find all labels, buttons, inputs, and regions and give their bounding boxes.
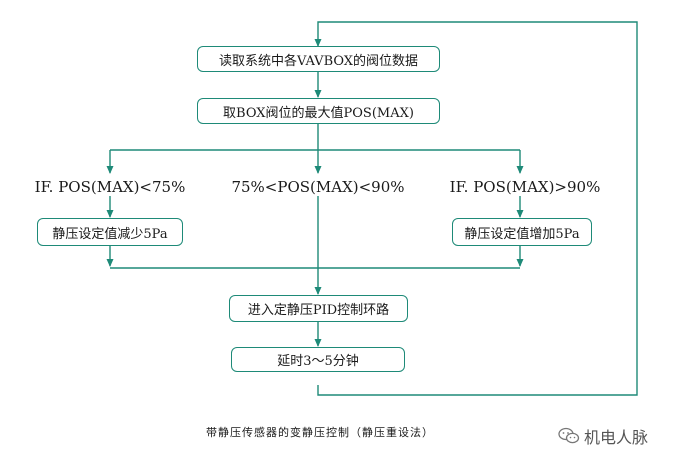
- decrease-label: 静压设定值减少5Pa: [52, 226, 168, 242]
- watermark: 机电人脉: [558, 424, 648, 448]
- read-data-box: 读取系统中各VAVBOX的阀位数据: [197, 46, 440, 72]
- watermark-text: 机电人脉: [584, 428, 649, 447]
- increase-label: 静压设定值增加5Pa: [464, 226, 580, 242]
- pid-label: 进入定静压PID控制环路: [247, 303, 390, 318]
- read-data-label: 读取系统中各VAVBOX的阀位数据: [218, 53, 419, 69]
- delay-box: 延时3～5分钟: [231, 347, 405, 372]
- figure-caption: 带静压传感器的变静压控制（静压重设法）: [206, 426, 434, 439]
- take-max-box: 取BOX阀位的最大值POS(MAX): [197, 98, 440, 124]
- pid-box: 进入定静压PID控制环路: [229, 295, 408, 322]
- loop-back-line: [314, 21, 638, 396]
- wechat-icon: [558, 427, 580, 444]
- increase-box: 静压设定值增加5Pa: [452, 218, 592, 246]
- condition-low: IF. POS(MAX)<75%: [34, 178, 186, 196]
- decrease-box: 静压设定值减少5Pa: [37, 218, 183, 246]
- condition-high: IF. POS(MAX)>90%: [449, 178, 601, 196]
- take-max-label: 取BOX阀位的最大值POS(MAX): [223, 105, 414, 121]
- condition-mid: 75%<POS(MAX)<90%: [231, 178, 405, 196]
- delay-label: 延时3～5分钟: [277, 354, 359, 369]
